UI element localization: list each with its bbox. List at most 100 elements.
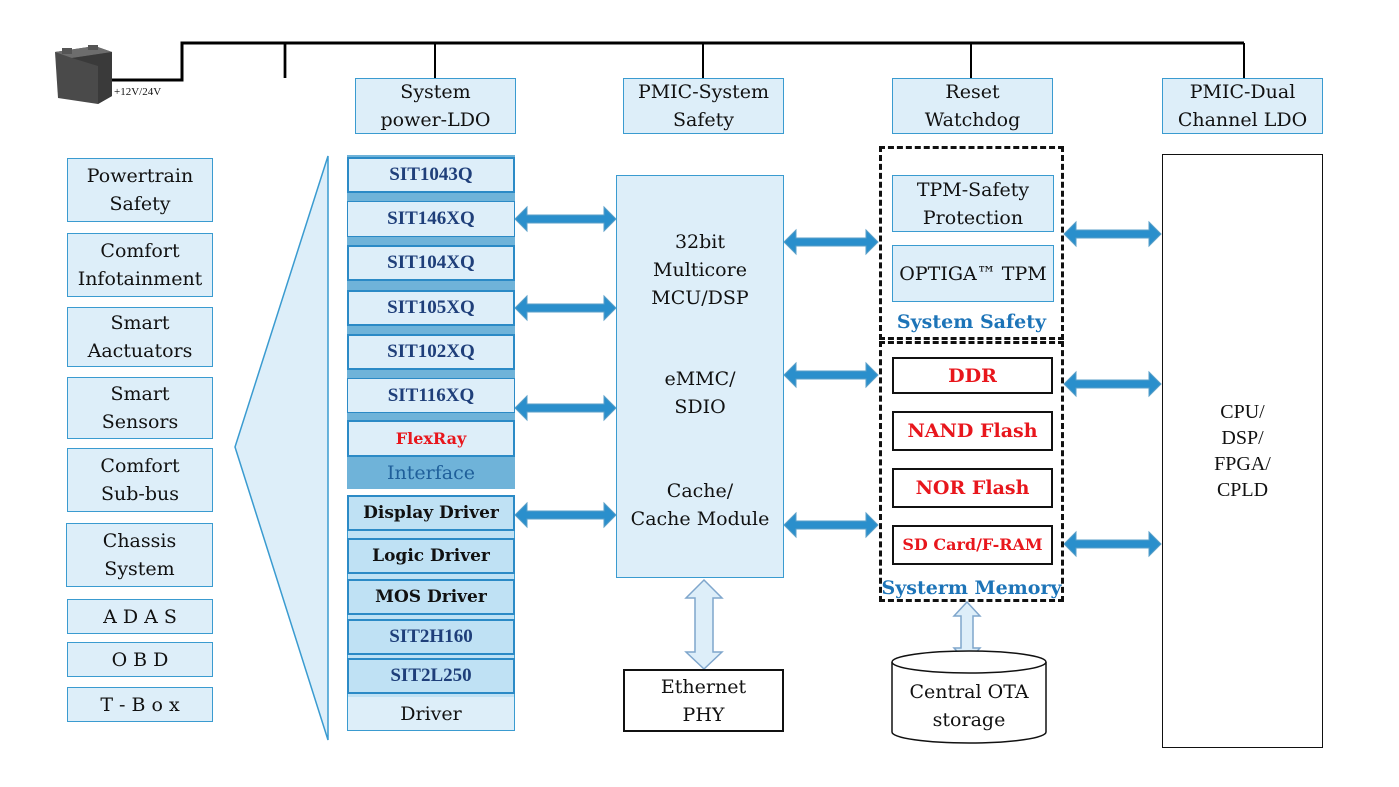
power-bus-line [112,41,1244,82]
application-line1: Powertrain [86,165,194,187]
group-title: Driver [400,702,462,725]
application-smart-actuators[interactable]: Smart Aactuators [67,307,213,367]
safety-item-line2: Protection [922,206,1024,229]
system-safety-group [879,146,1064,340]
driver-chip-logic[interactable]: Logic Driver [347,538,515,574]
chip-label: SIT116XQ [387,384,475,406]
power-block-reset-watchdog[interactable]: Reset Watchdog [892,78,1053,134]
mcu-cache-line1: Cache/ [666,480,734,502]
interface-chip-flexray[interactable]: FlexRay [347,420,515,457]
application-powertrain-safety[interactable]: Powertrain Safety [67,158,213,222]
chip-label: SIT2H160 [389,626,473,647]
system-safety-caption: System Safety [880,308,1063,336]
mcu-block[interactable] [616,175,784,578]
chip-label: SIT1043Q [389,164,473,185]
interface-chip-sit146xq[interactable]: SIT146XQ [347,201,515,237]
power-block-line1: Reset [945,81,1000,103]
memory-item-ddr[interactable]: DDR [892,357,1053,394]
chip-label: MOS Driver [375,587,487,607]
application-line2: Safety [109,193,171,215]
interface-chip-sit1043q[interactable]: SIT1043Q [347,157,515,193]
application-adas[interactable]: A D A S [67,599,213,634]
battery-voltage-label: +12V/24V [114,86,162,98]
arrow-safety-processor [1063,220,1162,248]
mcu-core-label: 32bit Multicore MCU/DSP [616,225,784,315]
driver-chip-mos[interactable]: MOS Driver [347,579,515,615]
mcu-cache-line2: Cache Module [630,508,770,530]
application-line1: Smart [110,312,170,334]
application-smart-sensors[interactable]: Smart Sensors [67,377,213,439]
mcu-storage-label: eMMC/ SDIO [616,364,784,422]
application-line1: Comfort [100,240,180,262]
caption-text: Systerm Memory [881,577,1062,599]
power-block-line2: Channel LDO [1177,109,1308,131]
driver-chip-sit2h160[interactable]: SIT2H160 [347,619,515,655]
application-tbox[interactable]: T - B o x [67,687,213,722]
application-line2: Sub-bus [101,483,179,505]
power-block-line1: PMIC-System [637,81,770,103]
arrow-mcu-system-memory [783,361,879,389]
application-chassis-system[interactable]: Chassis System [66,523,213,587]
power-block-line1: System [400,81,471,103]
chip-label: SIT105XQ [387,297,475,318]
ethernet-phy-block[interactable]: Ethernet PHY [623,669,784,732]
application-obd[interactable]: O B D [67,642,213,677]
arrow-mcu-cache-memory [783,511,879,539]
ota-storage-label[interactable]: Central OTA storage [892,676,1046,736]
application-line2: Infotainment [77,268,203,290]
safety-item-line1: TPM-Safety [916,178,1030,201]
chip-label: SIT2L250 [390,665,472,686]
processor-block[interactable]: CPU/ DSP/ FPGA/ CPLD [1162,154,1323,748]
driver-group-title: Driver [348,697,514,730]
chip-label: SIT102XQ [387,341,475,362]
driver-chip-display[interactable]: Display Driver [347,495,515,531]
driver-chip-sit2l250[interactable]: SIT2L250 [347,658,515,694]
application-comfort-infotainment[interactable]: Comfort Infotainment [67,233,213,297]
mcu-storage-line1: eMMC/ [664,368,736,390]
memory-item-sd-card[interactable]: SD Card/F-RAM [892,525,1053,565]
memory-item-label: NAND Flash [907,420,1038,442]
ota-line2: storage [932,709,1006,731]
chip-label: Logic Driver [372,546,490,566]
mcu-storage-line2: SDIO [674,396,726,418]
arrow-sit105xq-mcu [514,294,617,322]
power-block-line2: power-LDO [380,109,491,131]
memory-item-nor-flash[interactable]: NOR Flash [892,468,1053,508]
chip-label: SIT104XQ [387,252,475,273]
processor-line: FPGA/ [1214,453,1271,475]
bus-drop-system-ldo [434,43,436,79]
car-battery-icon [55,45,112,104]
power-block-pmic-safety[interactable]: PMIC-System Safety [623,78,784,134]
ethernet-line2: PHY [682,703,725,726]
processor-line: DSP/ [1221,427,1264,449]
safety-item-line1: OPTIGA™ TPM [899,262,1047,285]
memory-item-label: SD Card/F-RAM [902,535,1043,554]
arrow-sit146xq-mcu [514,205,617,233]
interface-chip-sit105xq[interactable]: SIT105XQ [347,290,515,326]
application-comfort-subbus[interactable]: Comfort Sub-bus [67,448,213,512]
application-line1: Chassis [102,530,177,552]
interface-group-title: Interface [347,458,515,488]
safety-item-tpm-protection[interactable]: TPM-Safety Protection [892,175,1054,232]
ethernet-arrow [684,578,724,671]
interface-chip-sit102xq[interactable]: SIT102XQ [347,334,515,370]
mcu-core-line1: 32bit [674,231,726,253]
interface-chip-sit104xq[interactable]: SIT104XQ [347,245,515,281]
memory-item-nand-flash[interactable]: NAND Flash [892,411,1053,451]
chip-label: Display Driver [363,503,499,523]
interface-chip-sit116xq[interactable]: SIT116XQ [347,378,515,413]
arrow-mcu-system-safety [783,228,879,256]
application-line1: A D A S [103,605,177,628]
safety-item-optiga-tpm[interactable]: OPTIGA™ TPM [892,245,1054,302]
ethernet-line1: Ethernet [660,675,747,698]
bus-drop-pmic-safety [702,43,704,79]
application-line2: System [104,558,175,580]
power-block-line2: Safety [673,109,734,131]
processor-line: CPLD [1216,479,1269,501]
power-block-pmic-dual[interactable]: PMIC-Dual Channel LDO [1162,78,1323,134]
chip-label: SIT146XQ [387,208,475,229]
caption-text: System Safety [896,311,1047,333]
bus-drop-reset-watchdog [970,43,972,79]
power-block-system-ldo[interactable]: System power-LDO [355,78,516,134]
system-memory-caption: Systerm Memory [880,574,1063,602]
